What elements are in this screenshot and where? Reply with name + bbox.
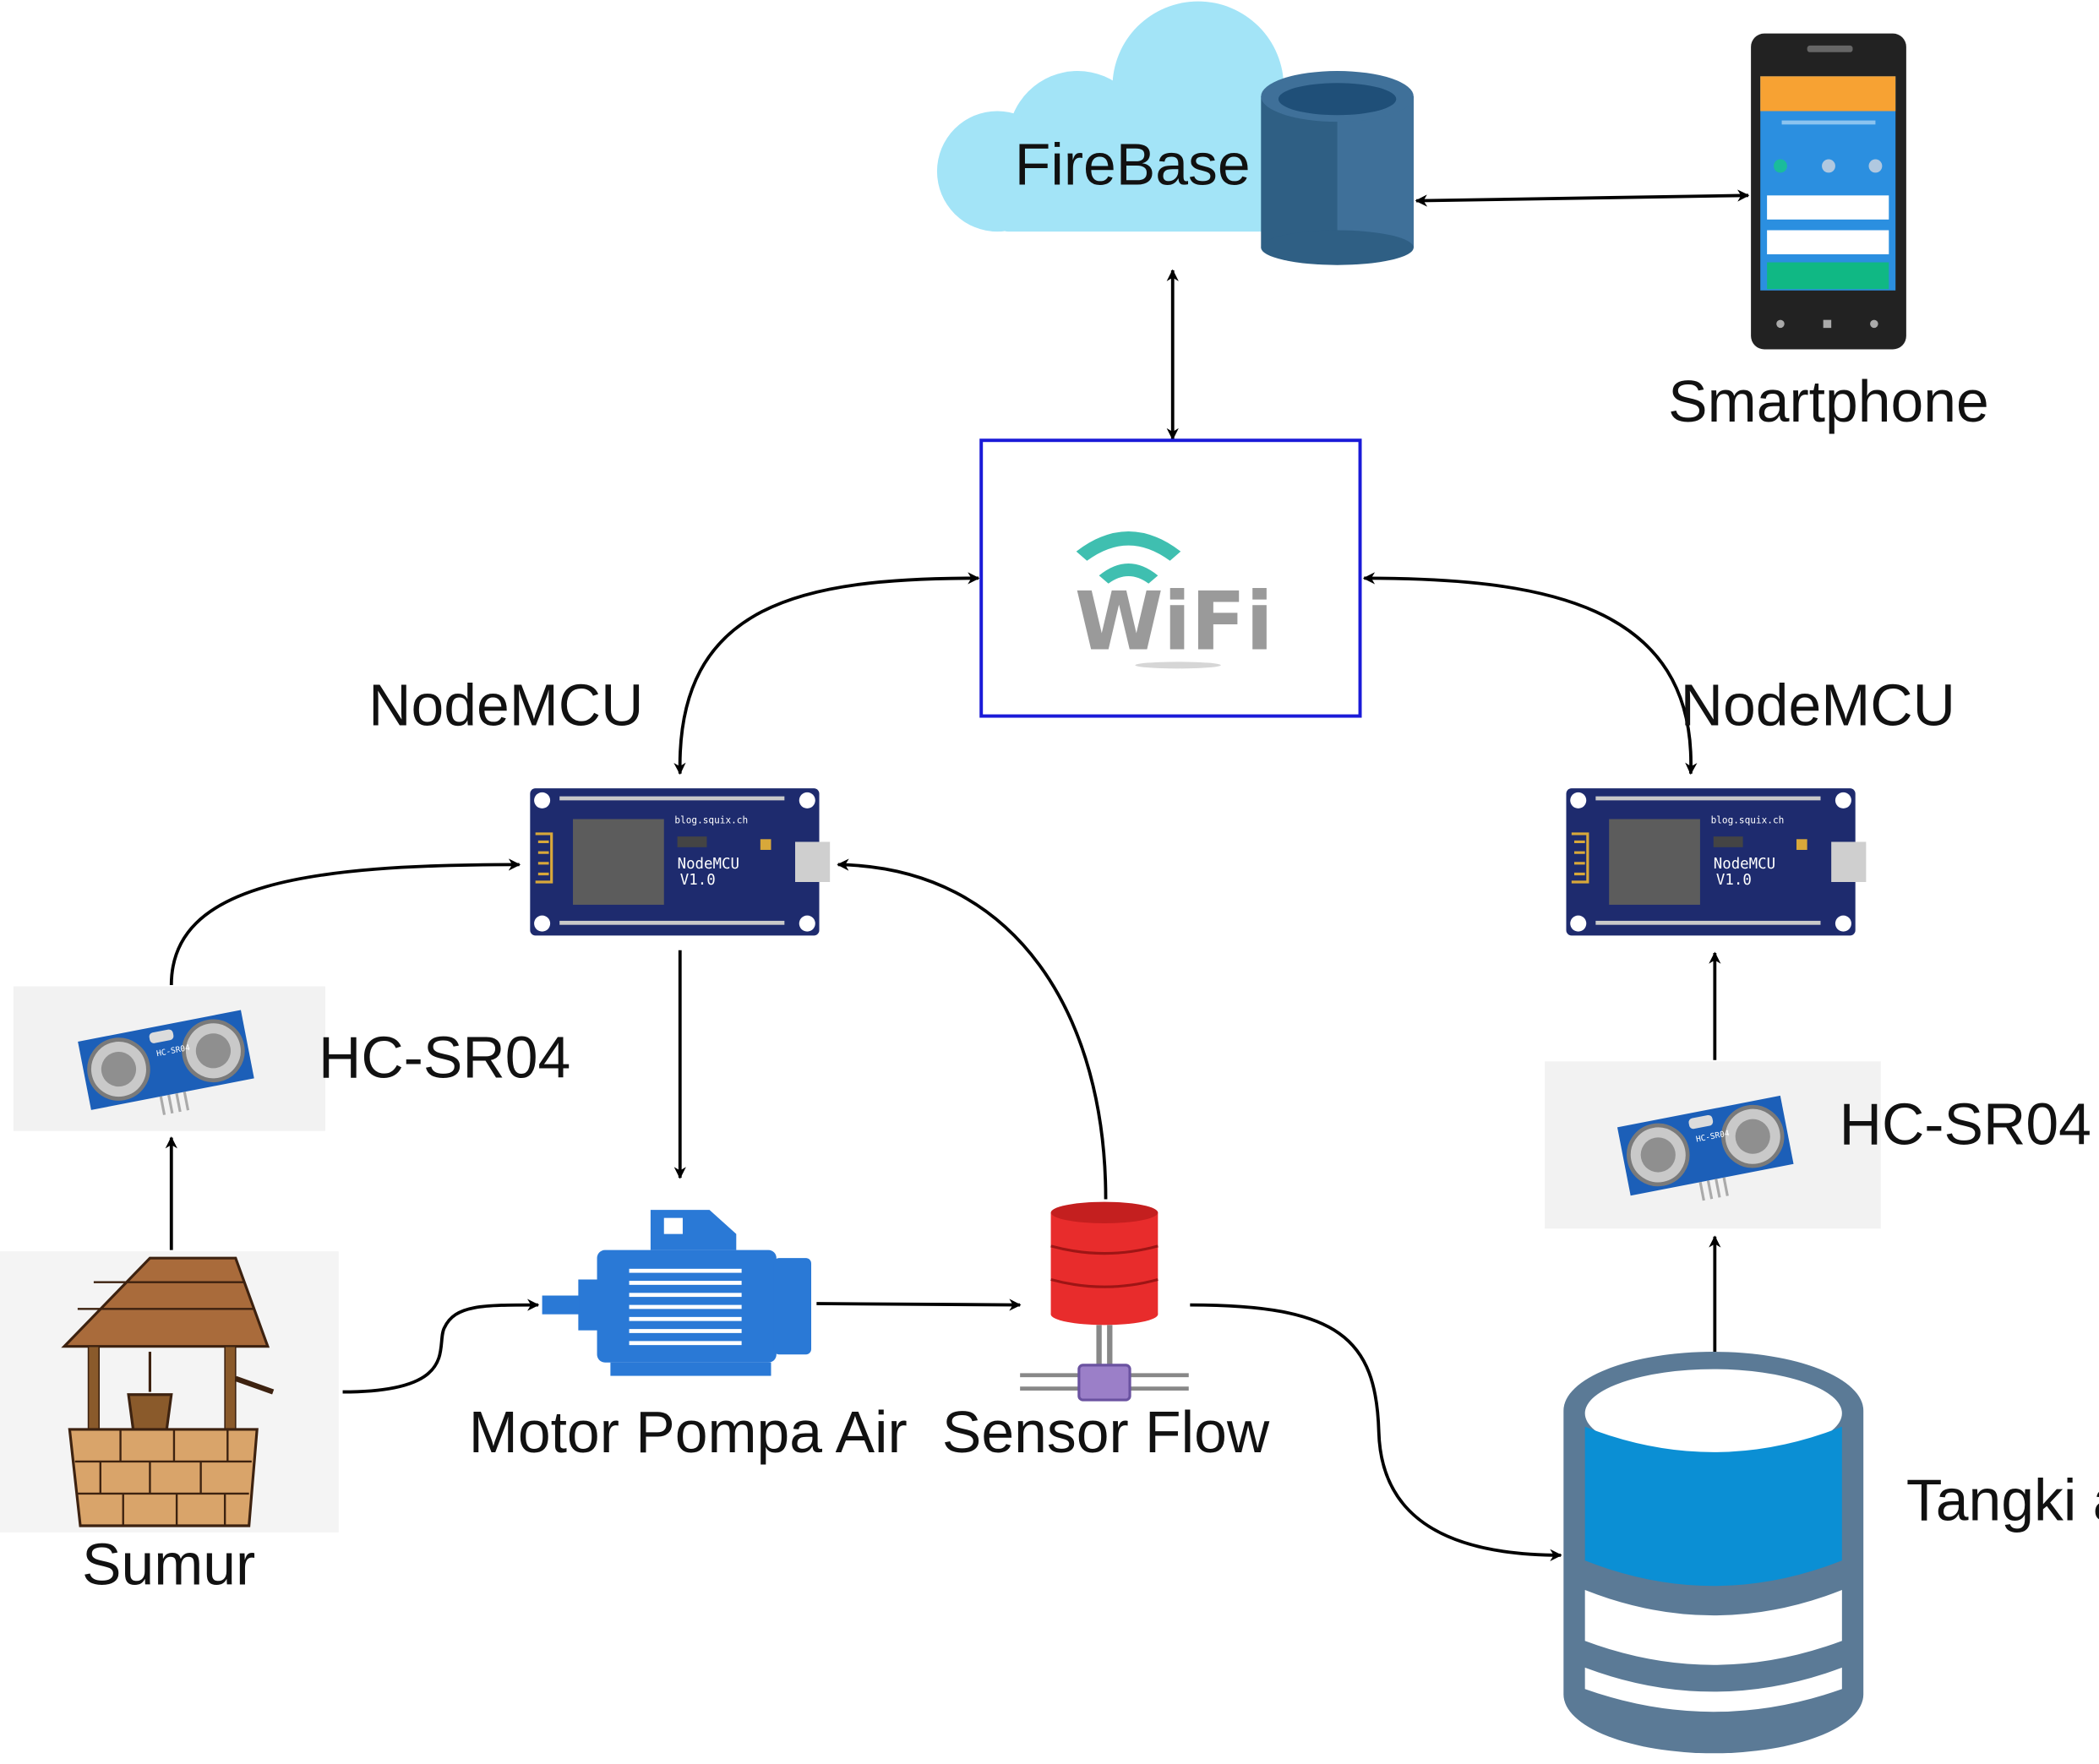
flow-sensor-label: Sensor Flow [942,1399,1270,1465]
nodemcu-right-board-icon [1562,781,1867,940]
arrow-pump-to-flow [816,1298,1022,1311]
wifi-box [979,438,1362,718]
arrow-sensor-left-to-nodemcu [169,858,521,985]
sensor-left-label: HC-SR04 [319,1024,570,1090]
arrow-well-to-pump [342,1298,540,1394]
pump-label: Motor Pompa Air [469,1399,908,1465]
smartphone-icon [1751,33,1906,350]
nodemcu-left-label: NodeMCU [368,672,643,738]
connectors [165,189,1750,1561]
sensor-right-node: HC-SR04 [1545,1061,2091,1229]
flow-sensor-node: Sensor Flow [942,1201,1270,1465]
nodemcu-right-label: NodeMCU [1681,672,1955,738]
well-node: Sumur [0,1251,339,1598]
sensor-right-label: HC-SR04 [1840,1092,2091,1157]
smartphone-label: Smartphone [1668,368,1989,434]
motor-pump-icon [542,1210,812,1376]
firebase-node: FireBase [936,1,1414,265]
wifi-logo: WiFi [1075,531,1273,668]
arrow-firebase-smartphone [1415,189,1750,207]
firebase-label: FireBase [1015,132,1251,198]
arrow-flow-to-nodemcu [837,858,1108,1200]
wifi-text: WiFi [1075,575,1273,668]
arrow-flow-to-tank [1190,1303,1562,1561]
arrow-wifi-nodemcu-right [1362,572,1698,776]
nodemcu-left-board-icon [526,781,831,940]
water-tank-icon [1563,1352,1864,1754]
wifi-node: WiFi [979,438,1362,718]
pump-node: Motor Pompa Air [469,1210,908,1465]
tank-node: Tangki air [1563,1352,2099,1754]
sensor-left-node: HC-SR04 [13,986,570,1131]
database-icon [1261,70,1414,265]
smartphone-node: Smartphone [1668,33,1989,434]
flow-sensor-icon [1020,1201,1189,1402]
well-label: Sumur [82,1532,255,1598]
tank-label: Tangki air [1906,1467,2099,1533]
arrow-wifi-nodemcu-left [673,572,980,776]
well-icon [61,1256,275,1527]
